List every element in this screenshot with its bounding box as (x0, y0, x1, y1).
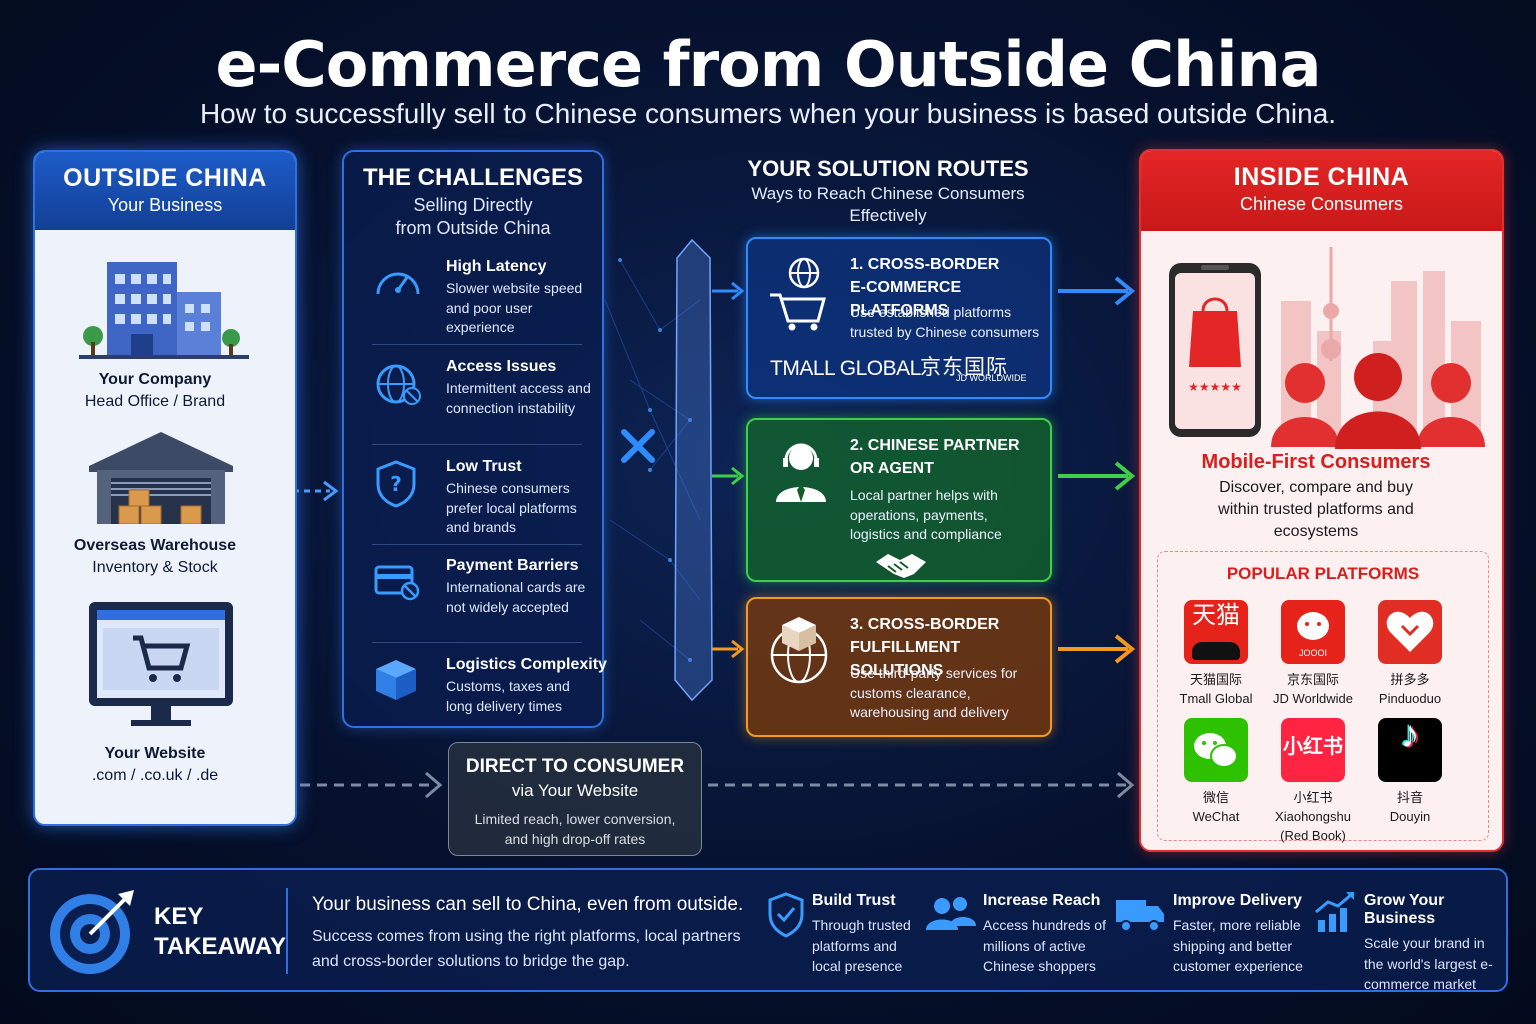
route-description: Use third-party services for customs cle… (850, 665, 1018, 720)
key-description: Success comes from using the right platf… (312, 928, 741, 970)
firewall-pillar (674, 238, 713, 702)
mobile-first-description: Discover, compare and buy within trusted… (1218, 479, 1414, 540)
website-monitor-icon (89, 602, 233, 726)
inside-subtitle: Chinese Consumers (1239, 194, 1404, 214)
card-blocked-icon (374, 565, 420, 601)
target-icon (50, 890, 134, 974)
users-icon (926, 897, 976, 930)
box-globe-icon (770, 617, 828, 684)
outside-china-panel: OUTSIDE CHINA Your Business Your Company… (33, 150, 297, 826)
page-subtitle: How to successfully sell to Chinese cons… (199, 98, 1337, 129)
platforms-title: POPULAR PLATFORMS (1226, 564, 1420, 583)
challenges-title: THE CHALLENGES (362, 164, 583, 191)
growth-chart-icon (1315, 892, 1354, 932)
outside-item-website: Your Website.com / .co.uk / .de (91, 745, 219, 784)
jd-dog-logo-icon: JOOOI (1281, 600, 1345, 664)
key-headline: Your business can sell to China, even fr… (312, 894, 744, 915)
globe-blocked-icon (376, 364, 421, 405)
office-building-icon (79, 262, 249, 359)
jd-worldwide-logo-sub: JD WORLDWIDE (956, 373, 1027, 383)
warehouse-icon (89, 432, 233, 524)
routes-title: YOUR SOLUTION ROUTES (747, 156, 1029, 181)
outside-title: OUTSIDE CHINA (63, 164, 267, 192)
speedometer-icon (376, 272, 420, 295)
shield-check-icon (768, 892, 804, 938)
outside-subtitle: Your Business (107, 195, 223, 215)
truck-icon (1116, 900, 1164, 932)
jd-worldwide-logo: 京东国际 (920, 356, 1008, 379)
xiaohongshu-logo-icon: 小红书 (1281, 718, 1345, 782)
pinduoduo-heart-logo-icon (1378, 600, 1442, 664)
consumers-group-icon (1271, 353, 1485, 449)
globe-cart-icon (770, 257, 826, 331)
smartphone-shopping-icon: ★★★★★ (1169, 263, 1261, 437)
wechat-logo-icon (1184, 718, 1248, 782)
tmall-global-logo: TMALL GLOBAL (770, 357, 921, 380)
inside-title: INSIDE CHINA (1233, 163, 1410, 191)
tmall-logo-icon: 天猫 (1184, 600, 1248, 664)
direct-subtitle: via Your Website (511, 781, 639, 800)
inside-china-panel: INSIDE CHINA Chinese Consumers ★★★★★ Mob… (1139, 149, 1504, 852)
blocked-x-icon (621, 429, 655, 463)
boxes-icon (376, 660, 416, 700)
douyin-logo-icon: ♪ (1378, 716, 1442, 782)
page-title: e-Commerce from Outside China (215, 28, 1322, 101)
shield-question-icon: ? (376, 460, 416, 508)
mobile-first-title: Mobile-First Consumers (1201, 451, 1431, 473)
route-description: Local partner helps with operations, pay… (850, 487, 1002, 542)
route-description: Use established platforms trusted by Chi… (850, 304, 1040, 340)
svg-text:★★★★★: ★★★★★ (1188, 380, 1242, 394)
direct-title: DIRECT TO CONSUMER (465, 756, 685, 777)
svg-text:?: ? (390, 472, 402, 496)
handshake-icon (876, 554, 926, 578)
agent-headset-icon (776, 443, 826, 502)
direct-to-consumer-box: DIRECT TO CONSUMER via Your Website Limi… (448, 742, 702, 856)
direct-description: Limited reach, lower conversion, and hig… (474, 811, 676, 847)
